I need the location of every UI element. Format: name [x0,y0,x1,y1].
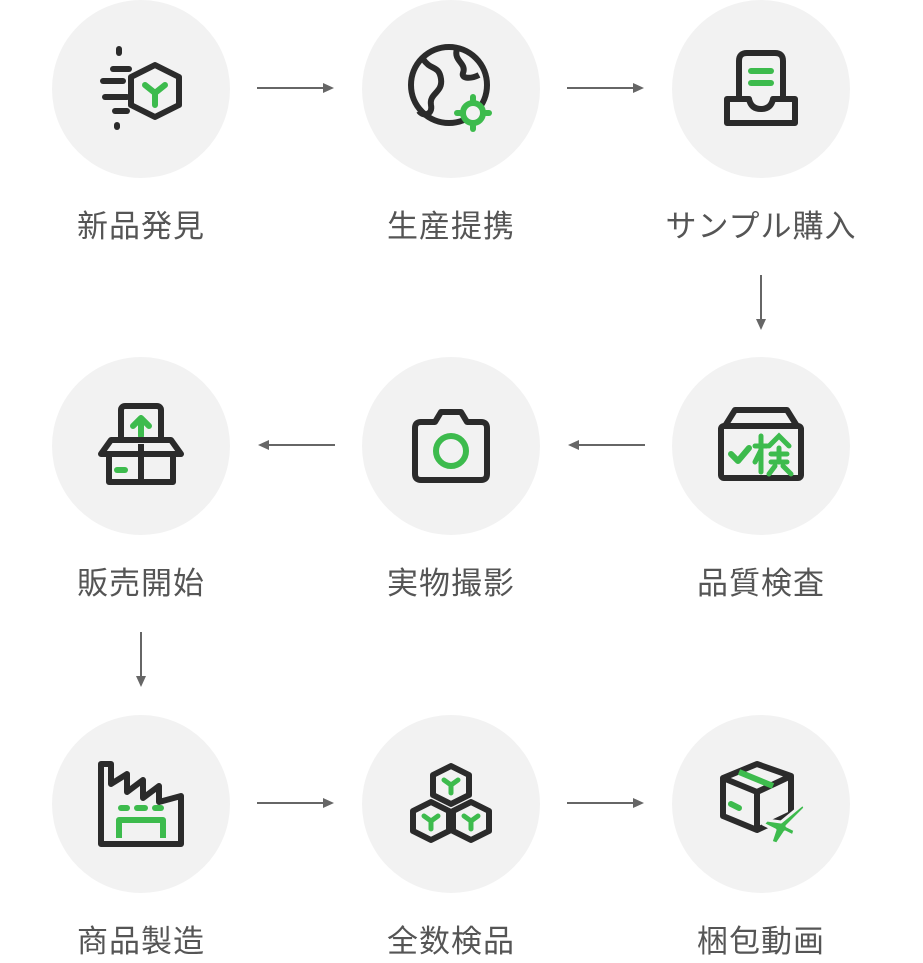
cube-speed-icon [100,46,182,130]
step-full-inspection: 全数検品 [362,715,540,960]
arrow-right [257,795,335,811]
arrow-right [567,795,645,811]
step-label: 新品発見 [77,209,205,245]
document-tray-icon [724,50,798,126]
step-label: 商品製造 [77,924,205,960]
globe-gear-icon [408,44,492,132]
open-box-upload-icon [98,403,184,485]
step-circle [362,0,540,178]
step-quality-inspection: 品質検査 [672,357,850,602]
arrow-right [567,80,645,96]
step-circle [52,715,230,893]
factory-icon [98,761,184,847]
step-production-partnership: 生産提携 [362,0,540,245]
step-label: 全数検品 [387,924,515,960]
step-circle [52,357,230,535]
step-circle [672,0,850,178]
camera-icon [412,409,490,483]
step-new-product-discovery: 新品発見 [52,0,230,245]
step-label: 品質検査 [697,566,825,602]
step-circle [52,0,230,178]
arrow-down [133,632,149,688]
arrow-right [257,80,335,96]
step-packing-video: 梱包動画 [672,715,850,960]
step-label: 梱包動画 [697,924,825,960]
step-label: 生産提携 [387,209,515,245]
step-product-photography: 実物撮影 [362,357,540,602]
step-product-manufacturing: 商品製造 [52,715,230,960]
step-label: 販売開始 [77,566,205,602]
stacked-cubes-icon [410,763,492,843]
step-label: 実物撮影 [387,566,515,602]
arrow-left [257,437,335,453]
step-sales-start: 販売開始 [52,357,230,602]
box-airplane-icon [720,761,807,846]
step-circle [672,715,850,893]
step-circle [672,357,850,535]
arrow-down [753,275,769,331]
step-sample-purchase: サンプル購入 [665,0,856,245]
step-label: サンプル購入 [665,209,857,245]
step-circle [362,357,540,535]
step-circle [362,715,540,893]
arrow-left [567,437,645,453]
inspection-box-icon [718,407,804,481]
